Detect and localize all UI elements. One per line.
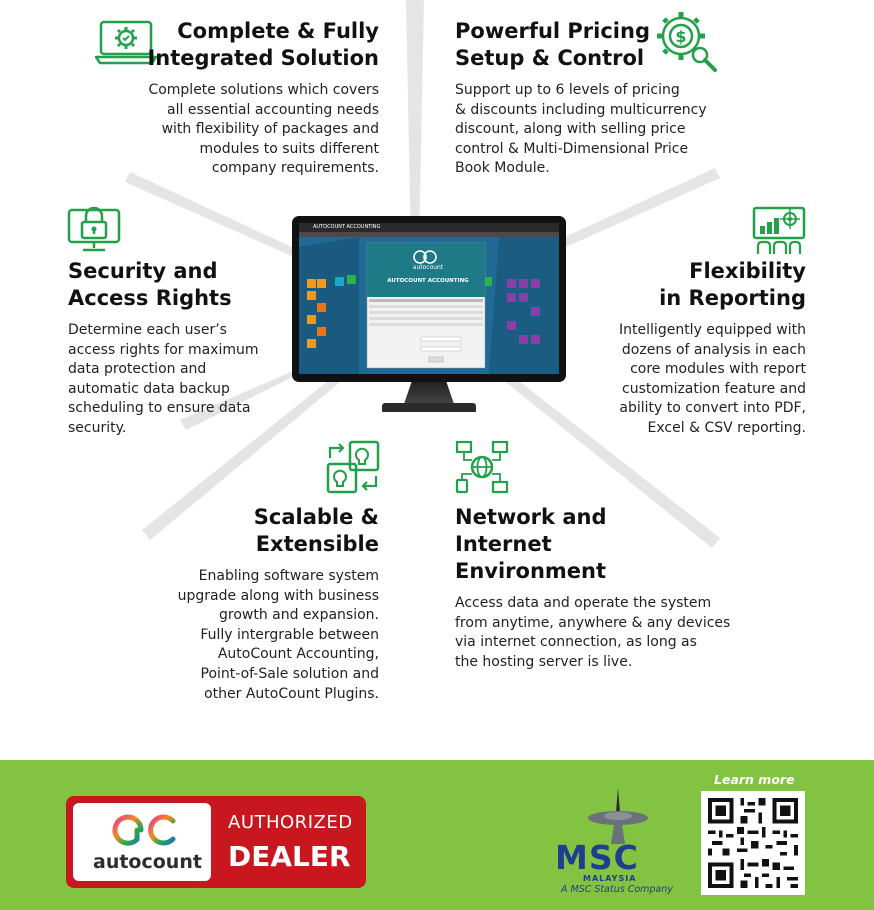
qr-code[interactable] bbox=[701, 791, 805, 895]
dollar-gear-magnifier-icon: $ bbox=[657, 12, 717, 72]
screen-tiles-right bbox=[483, 277, 540, 344]
feature-pricing-desc: Support up to 6 levels of pricing& disco… bbox=[455, 82, 707, 177]
dealer-line-dealer: DEALER bbox=[228, 840, 351, 873]
laptop-gear-icon bbox=[95, 20, 157, 65]
screen-tiles-left bbox=[307, 275, 356, 348]
msc-malaysia-logo: MSC MALAYSIA A MSC Status Company bbox=[553, 788, 681, 900]
feature-scalable: Scalable &Extensible Enabling software s… bbox=[119, 504, 379, 704]
dealer-line-authorized: AUTHORIZED bbox=[228, 812, 353, 833]
msc-wordmark: MSC bbox=[555, 838, 639, 877]
autocount-ac-mark-icon bbox=[112, 814, 176, 846]
monitor-neck bbox=[404, 382, 454, 404]
monitor-stand bbox=[382, 403, 476, 412]
screen-app-title: AUTOCOUNT ACCOUNTING bbox=[313, 224, 381, 230]
padlock-monitor-icon bbox=[67, 206, 121, 252]
network-globe-icon bbox=[455, 440, 509, 494]
chart-target-hands-icon bbox=[752, 206, 806, 254]
screen-menubar bbox=[299, 232, 559, 237]
msc-malaysia-label: MALAYSIA bbox=[583, 874, 637, 883]
screen-content bbox=[299, 237, 559, 374]
screen-titlebar bbox=[299, 223, 559, 232]
monitor: AUTOCOUNT ACCOUNTING bbox=[292, 216, 566, 382]
monitor-screen: AUTOCOUNT ACCOUNTING bbox=[299, 223, 559, 374]
msc-tagline: A MSC Status Company bbox=[561, 884, 673, 895]
qr-code-icon bbox=[701, 791, 805, 895]
authorized-dealer-badge: autocount AUTHORIZED DEALER bbox=[66, 796, 366, 888]
svg-text:$: $ bbox=[675, 27, 686, 46]
msc-tower-icon bbox=[588, 788, 648, 844]
feature-scalable-title: Scalable &Extensible bbox=[253, 505, 379, 556]
autocount-logo: autocount bbox=[73, 803, 211, 881]
lightbulb-puzzle-icon bbox=[326, 440, 380, 494]
screen-splash-brand: autocount bbox=[412, 264, 444, 271]
screen-splash-product: AUTOCOUNT ACCOUNTING bbox=[387, 278, 469, 284]
learn-more-label: Learn more bbox=[714, 772, 795, 787]
autocount-wordmark: autocount bbox=[93, 851, 202, 873]
